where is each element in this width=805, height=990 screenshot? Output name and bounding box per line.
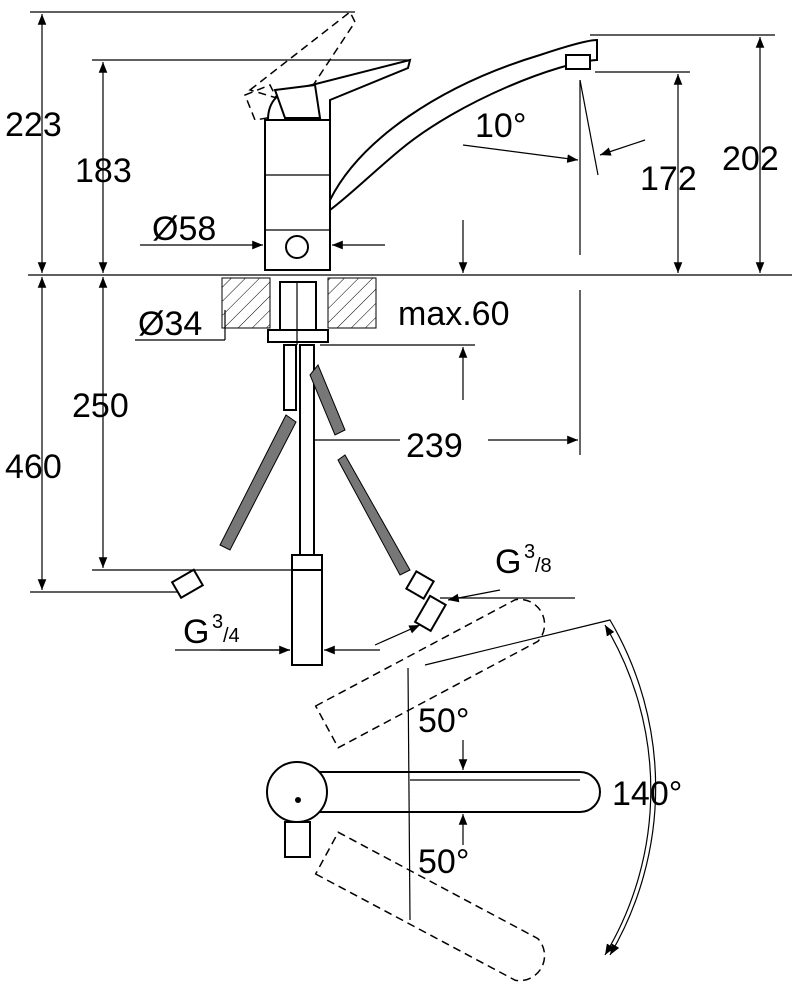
label-max-60: max.60	[398, 295, 510, 333]
svg-text:G: G	[183, 613, 209, 651]
label-g-3-8: G 3 /8	[495, 541, 552, 581]
label-50-degrees-top: 50°	[418, 702, 469, 740]
label-g-3-4: G 3 /4	[183, 611, 240, 651]
handle-top	[284, 821, 311, 858]
label-140-degrees: 140°	[612, 775, 682, 813]
svg-text:3: 3	[212, 611, 223, 633]
extension-lines	[30, 11, 775, 651]
svg-text:G: G	[495, 543, 521, 581]
svg-text:/4: /4	[223, 625, 240, 647]
label-50-degrees-bottom: 50°	[418, 843, 469, 881]
label-223: 223	[5, 106, 62, 144]
hose-right	[337, 454, 411, 576]
body-top	[266, 761, 328, 823]
faucet-side-view	[170, 10, 598, 666]
label-diameter-58: Ø58	[152, 210, 216, 248]
spout-top	[299, 771, 601, 813]
aerator	[565, 54, 591, 70]
label-202: 202	[722, 140, 779, 178]
label-172: 172	[640, 160, 697, 198]
svg-text:3: 3	[524, 541, 535, 563]
faucet-body	[264, 119, 331, 271]
dimension-arrows	[37, 13, 765, 655]
label-diameter-34: Ø34	[138, 305, 202, 343]
spout	[329, 38, 598, 213]
label-183: 183	[75, 152, 132, 190]
countertop-section	[221, 277, 377, 329]
hose-left	[219, 414, 297, 551]
label-250: 250	[72, 387, 129, 425]
svg-text:/8: /8	[535, 555, 552, 577]
label-10-degrees: 10°	[475, 107, 526, 145]
label-460: 460	[5, 448, 62, 486]
label-239: 239	[406, 427, 463, 465]
faucet-top-view	[266, 598, 657, 982]
